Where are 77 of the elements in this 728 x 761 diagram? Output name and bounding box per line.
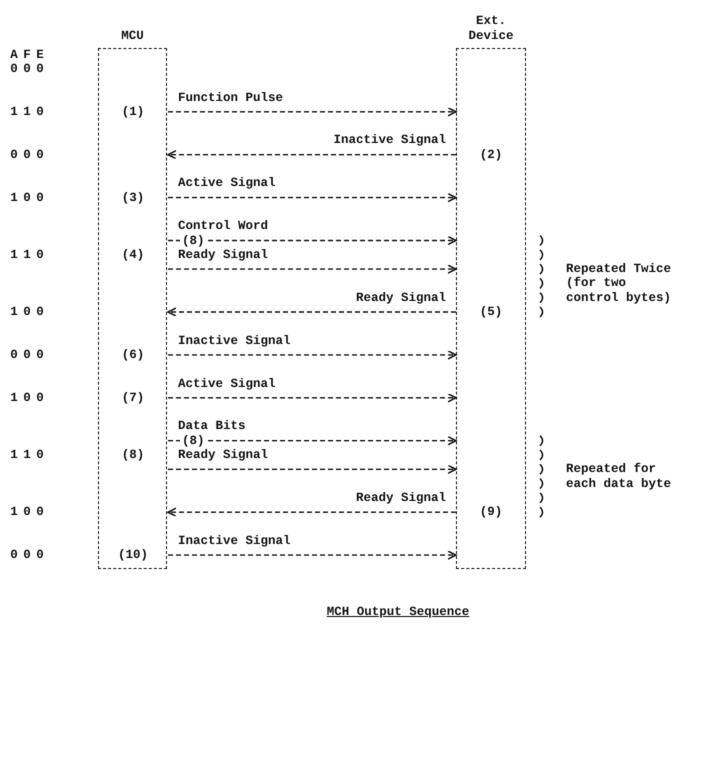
state-bit: 0: [10, 62, 18, 76]
step-number: (6): [122, 348, 144, 362]
step-number: (7): [122, 390, 144, 406]
repeat-note: Repeated Twice (for two control bytes): [566, 262, 672, 305]
state-bit: 0: [23, 190, 31, 205]
participant-name: Ext. Device: [468, 14, 514, 43]
arrow: [168, 264, 457, 274]
state-bit: 0: [23, 148, 31, 162]
arrow: [167, 307, 456, 317]
arrow: [167, 150, 456, 160]
state-bit: 0: [10, 148, 18, 162]
signal-label: Control Word: [178, 219, 268, 234]
state-bit: 0: [23, 62, 31, 76]
arrow: [168, 192, 457, 202]
step-number: (9): [480, 505, 502, 520]
state-bit: 1: [23, 248, 31, 262]
arrow: [168, 464, 457, 474]
state-bit: 0: [36, 348, 44, 362]
signal-label: Ready Signal: [356, 490, 446, 506]
state-bit: 1: [10, 104, 18, 120]
signal-label: Data Bits: [178, 419, 246, 434]
state-bit: 0: [23, 305, 31, 320]
signal-label: Ready Signal: [178, 248, 268, 262]
signal-label: Active Signal: [178, 376, 276, 391]
state-bit: 1: [23, 448, 31, 462]
signal-label: Inactive Signal: [333, 133, 446, 148]
bit-count: (8): [180, 434, 207, 448]
state-bit: 0: [36, 548, 44, 562]
arrow: [168, 236, 457, 246]
arrow: [167, 507, 456, 517]
signal-label: Active Signal: [178, 176, 276, 191]
column-header: E: [36, 48, 44, 62]
state-bit: 1: [10, 390, 18, 406]
column-header: F: [23, 48, 31, 62]
signal-label: Ready Signal: [178, 448, 268, 462]
column-header: A: [10, 48, 18, 62]
state-bit: 0: [36, 190, 44, 205]
state-bit: 0: [36, 104, 44, 120]
repeat-note: Repeated for each data byte: [566, 462, 672, 491]
arrow: [168, 393, 457, 403]
signal-label: Function Pulse: [178, 90, 284, 105]
bit-count: (8): [180, 234, 207, 248]
state-bit: 1: [10, 505, 18, 520]
state-bit: 1: [10, 305, 18, 320]
step-number: (1): [122, 104, 144, 120]
state-bit: 0: [36, 448, 44, 462]
signal-label: Inactive Signal: [178, 334, 291, 348]
state-bit: 0: [23, 505, 31, 520]
participant-name: MCU: [121, 28, 144, 43]
step-number: (10): [118, 548, 148, 562]
step-number: (3): [122, 190, 144, 205]
state-bit: 0: [36, 305, 44, 320]
state-bit: 1: [23, 104, 31, 120]
arrow: [168, 107, 457, 117]
state-bit: 1: [10, 248, 18, 262]
state-bit: 0: [23, 390, 31, 406]
state-bit: 0: [36, 505, 44, 520]
step-number: (8): [122, 448, 144, 462]
state-bit: 0: [10, 548, 18, 562]
step-number: (5): [480, 305, 502, 320]
state-bit: 0: [36, 62, 44, 76]
state-bit: 0: [23, 548, 31, 562]
state-bit: 0: [36, 148, 44, 162]
state-bit: 0: [36, 390, 44, 406]
signal-label: Inactive Signal: [178, 534, 291, 548]
state-bit: 0: [10, 348, 18, 362]
signal-label: Ready Signal: [356, 290, 446, 305]
arrow: [168, 550, 457, 560]
state-bit: 0: [23, 348, 31, 362]
step-number: (4): [122, 248, 144, 262]
state-bit: 1: [10, 190, 18, 205]
arrow: [168, 350, 457, 360]
step-number: (2): [480, 148, 502, 162]
arrow: [168, 436, 457, 446]
diagram-caption: MCH Output Sequence: [326, 605, 470, 620]
state-bit: 0: [36, 248, 44, 262]
state-bit: 1: [10, 448, 18, 462]
